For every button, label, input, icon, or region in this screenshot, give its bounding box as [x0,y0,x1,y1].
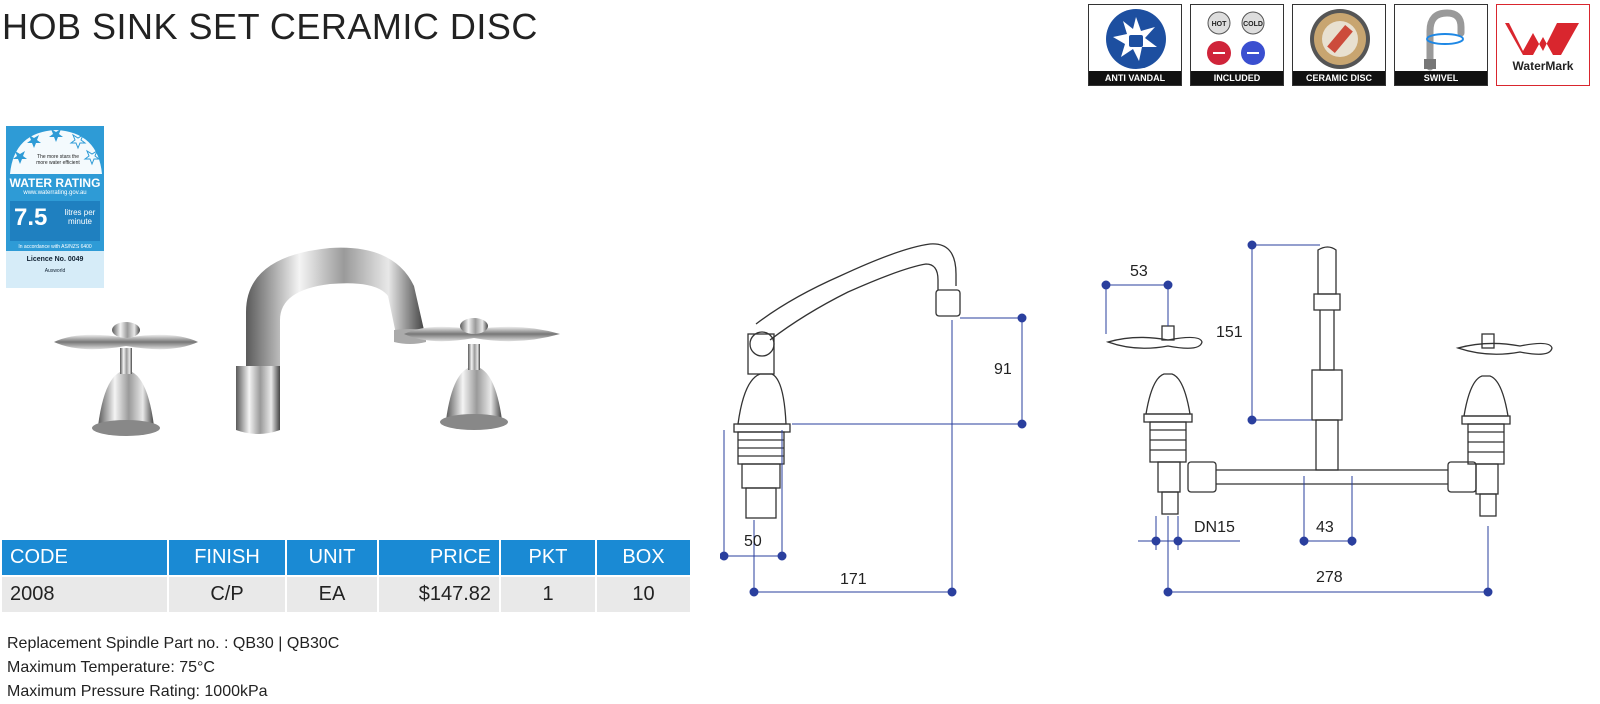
col-unit: UNIT [286,540,379,576]
badge-label: INCLUDED [1191,71,1283,85]
dim-spout-height: 151 [1216,324,1243,341]
cell-unit: EA [286,575,379,612]
flow-unit: litres per minute [64,208,96,226]
dimension-lines [1101,240,1493,597]
watermark-logo: WaterMark [1496,4,1590,86]
ceramic-disc-icon [1310,9,1370,69]
dim-base: 50 [744,533,762,550]
swivel-spout-icon [1424,9,1465,71]
cell-price: $147.82 [378,575,501,612]
product-photo [54,247,560,436]
water-rating-site: www.waterrating.gov.au [23,190,87,196]
col-box: BOX [596,540,690,576]
badge-ceramic-disc: CERAMIC DISC [1292,4,1386,86]
side-elevation-drawing: 91 50 171 [720,243,1027,597]
spec-notes: Replacement Spindle Part no. : QB30 | QB… [7,632,339,704]
badge-included: HOT COLD INCLUDED [1190,4,1284,86]
registrant: Ausworld [44,268,66,274]
stars-text: The more stars the more water efficient [36,154,80,166]
page-title: HOB SINK SET CERAMIC DISC [2,6,538,47]
cell-finish: C/P [168,575,287,612]
dim-centres: 278 [1316,569,1343,586]
water-rating-title: WATER RATING [9,176,101,190]
licence-number: Licence No. 0049 [26,256,84,263]
hot-label: HOT [1212,21,1228,28]
dim-height: 91 [994,361,1012,378]
col-pkt: PKT [500,540,597,576]
cell-code: 2008 [2,575,169,612]
table-row: 2008 C/P EA $147.82 1 10 [2,575,690,612]
spout-outline [755,243,957,325]
badge-label: ANTI VANDAL [1089,71,1181,85]
cell-pkt: 1 [500,575,597,612]
dim-inlet: DN15 [1194,519,1235,536]
water-rating-label: The more stars the more water efficient … [6,126,104,288]
standard-text: In accordance with AS/NZS 6400 [18,244,92,250]
cold-label: COLD [1243,21,1263,28]
dim-handle: 53 [1130,263,1148,280]
flow-value: 7.5 [14,204,48,231]
badge-label: CERAMIC DISC [1293,71,1385,85]
left-tap-handle [54,322,198,436]
hot-cold-indices-icon: HOT COLD [1207,11,1265,65]
note-spindle: Replacement Spindle Part no. : QB30 | QB… [7,635,340,652]
badge-swivel: SWIVEL [1394,4,1488,86]
note-pressure: Maximum Pressure Rating: 1000kPa [7,683,268,700]
badge-label: WaterMark [1512,59,1574,73]
col-price: PRICE [378,540,501,576]
badge-anti-vandal: ANTI VANDAL [1088,4,1182,86]
dim-spout-base: 43 [1316,519,1334,536]
col-finish: FINISH [168,540,287,576]
dim-reach: 171 [840,571,867,588]
dimension-lines [720,313,1027,597]
spec-table: CODE FINISH UNIT PRICE PKT BOX 2008 C/P … [2,540,690,612]
col-code: CODE [2,540,169,576]
front-elevation-drawing: 53 151 DN15 43 278 [1101,240,1553,597]
badge-label: SWIVEL [1395,71,1487,85]
right-tap-handle [404,318,560,430]
table-header-row: CODE FINISH UNIT PRICE PKT BOX [2,540,690,576]
anti-vandal-icon [1106,9,1166,69]
cell-box: 10 [596,575,690,612]
rating-stars-icon [10,129,102,174]
spout [236,247,426,434]
note-temperature: Maximum Temperature: 75°C [7,659,215,676]
